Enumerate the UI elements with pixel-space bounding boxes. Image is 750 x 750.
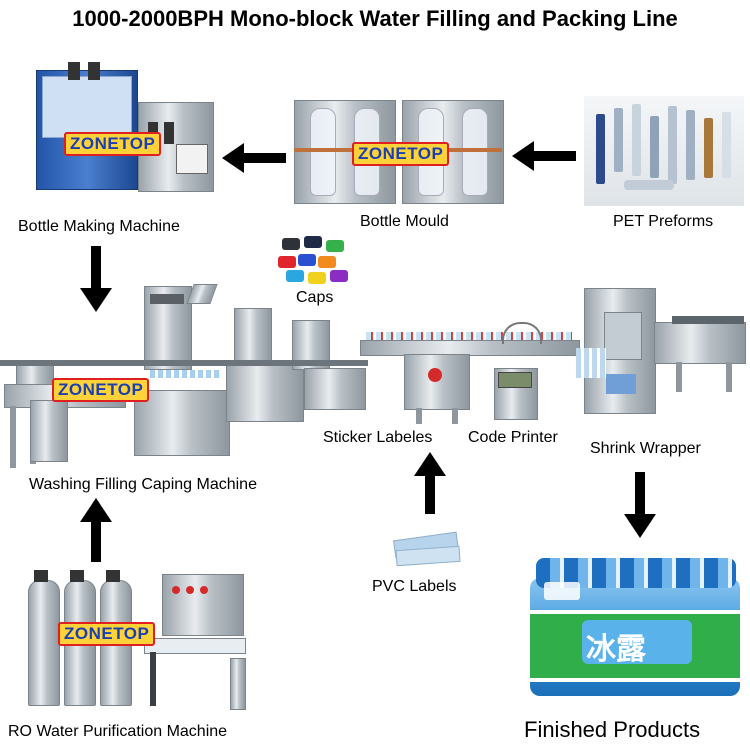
caps-image	[276, 234, 354, 286]
bottle-making-machine-image: ZONETOP	[28, 62, 218, 202]
diagram-title: 1000-2000BPH Mono-block Water Filling an…	[72, 6, 678, 31]
arrow-down-1	[80, 246, 112, 312]
label-caps: Caps	[296, 289, 334, 306]
arrow-up-1	[414, 452, 446, 514]
label-washing-filling-caping-machine: Washing Filling Caping Machine	[29, 476, 257, 493]
label-ro-water-purification-machine: RO Water Purification Machine	[8, 723, 228, 740]
label-sticker-labeles: Sticker Labeles	[323, 429, 433, 446]
label-bottle-mould: Bottle Mould	[360, 213, 449, 230]
washing-filling-caping-machine-image: ZONETOP	[0, 280, 368, 470]
arrow-left-1	[222, 143, 286, 173]
arrow-up-2	[80, 498, 112, 562]
label-finished-products: Finished Products	[524, 717, 701, 742]
zonetop-logo: ZONETOP	[64, 132, 162, 156]
label-code-printer: Code Printer	[468, 429, 558, 446]
label-pvc-labels: PVC Labels	[372, 578, 457, 595]
label-shrink-wrapper: Shrink Wrapper	[590, 440, 701, 457]
zonetop-logo: ZONETOP	[52, 378, 150, 402]
bottle-mould-image: ZONETOP	[292, 98, 504, 206]
pet-preforms-image	[584, 96, 744, 206]
label-bottle-making-machine: Bottle Making Machine	[18, 218, 180, 235]
pvc-labels-image	[392, 522, 461, 570]
ro-water-purification-machine-image: ZONETOP	[22, 568, 248, 718]
sticker-labeler-code-printer-image	[360, 318, 580, 428]
arrow-left-2	[512, 141, 576, 171]
shrink-wrapper-image	[576, 282, 748, 418]
product-brand-label: 冰露	[586, 632, 646, 667]
finished-products-image: 冰露	[526, 548, 744, 704]
zonetop-logo: ZONETOP	[352, 142, 450, 166]
arrow-down-2	[624, 472, 656, 538]
zonetop-logo: ZONETOP	[58, 622, 156, 646]
label-pet-preforms: PET Preforms	[613, 213, 714, 230]
